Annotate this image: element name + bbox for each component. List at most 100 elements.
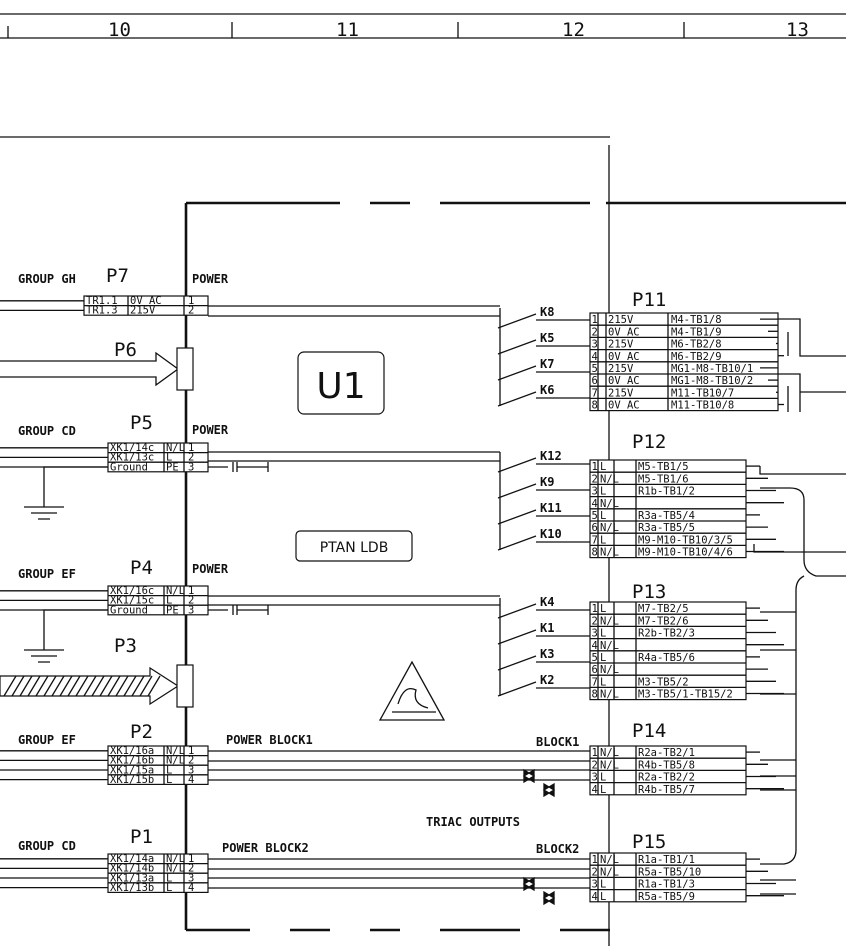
terminal-pin: 2 (592, 615, 598, 627)
group-label: GROUP CD (18, 424, 76, 438)
triac-icon (522, 876, 536, 892)
terminal-signal: L (600, 486, 606, 498)
module-name-frame (297, 351, 385, 415)
relay-label: K7 (540, 357, 554, 371)
connector-body (107, 585, 209, 616)
connector-block (176, 347, 194, 391)
relay-contact-icon (497, 391, 590, 407)
relay-label: K12 (540, 449, 562, 463)
terminal-pin: 4 (592, 351, 598, 363)
hatch-line (3, 675, 17, 697)
esd-warning-icon (378, 660, 446, 721)
pin-number: 3 (188, 872, 194, 884)
terminal-destination: R1a-TB1/3 (638, 879, 695, 891)
pin-number: 3 (188, 604, 194, 616)
relay-label: K1 (540, 621, 554, 635)
group-label: GROUP GH (18, 272, 76, 286)
terminal-signal: L (600, 891, 606, 903)
connector-id: P2 (130, 721, 153, 743)
pin-type: L (166, 882, 172, 894)
relay-contact-icon (497, 457, 590, 473)
triac-icon (542, 890, 556, 906)
terminal-signal: N/L (600, 759, 619, 771)
terminal-signal: L (600, 784, 606, 796)
relay-contact-icon (497, 629, 590, 645)
terminal-destination: R2a-TB2/1 (638, 747, 695, 759)
terminal-id: P12 (632, 431, 666, 453)
terminal-pin: 6 (592, 375, 598, 387)
power-label: POWER (192, 272, 229, 286)
terminal-signal: N/L (600, 547, 619, 559)
terminal-destination: M5-TB1/5 (638, 461, 689, 473)
group-label: GROUP EF (18, 733, 76, 747)
pin-type: L (166, 764, 172, 776)
pin-type: N/L (166, 853, 185, 865)
module-frame (0, 136, 846, 946)
common-bus-wires (760, 487, 846, 895)
hatch-line (123, 675, 137, 697)
terminal-destination: R5a-TB5/10 (638, 866, 701, 878)
terminal-pin: 8 (592, 547, 598, 559)
connector-id: P6 (114, 339, 137, 361)
pin-type: N/L (166, 442, 185, 454)
connector-body (107, 442, 209, 473)
pin-source: TR1.1 (86, 295, 118, 307)
terminal-pin: 3 (592, 879, 598, 891)
terminal-id: P13 (632, 581, 666, 603)
terminal-signal: L (600, 534, 606, 546)
terminal-signal: N/L (600, 664, 619, 676)
relay-contact-icon (497, 535, 590, 551)
relay-label: K6 (540, 383, 554, 397)
ground-wire (43, 466, 108, 507)
terminal-pin: 3 (592, 628, 598, 640)
ruler-label-13: 13 (786, 19, 809, 41)
terminal-pin: 3 (592, 486, 598, 498)
terminal-pin: 1 (592, 603, 598, 615)
terminal-destination: MG1-M8-TB10/2 (671, 375, 753, 387)
terminal-destination: R4a-TB5/6 (638, 652, 695, 664)
hatch-line (35, 675, 49, 697)
pin-number: 2 (188, 755, 194, 767)
pin-number: 1 (188, 853, 194, 865)
terminal-destination: M9-M10-TB10/3/5 (638, 534, 733, 546)
connector-id: P7 (106, 265, 129, 287)
terminal-destination: MG1-M8-TB10/1 (671, 363, 753, 375)
relay-contact-icon (497, 603, 590, 619)
column-ruler: 10 11 12 13 (0, 13, 846, 41)
terminal-signal: L (600, 676, 606, 688)
terminal-destination: R4b-TB5/7 (638, 784, 695, 796)
connector-id: P1 (130, 826, 153, 848)
terminal-signal: 215V (608, 387, 634, 399)
hatch-line (19, 675, 33, 697)
terminal-pin: 6 (592, 664, 598, 676)
pin-source: XK1/14a (110, 853, 154, 865)
terminal-destination: R5a-TB5/9 (638, 891, 695, 903)
pin-number: 4 (188, 882, 194, 894)
terminal-signal: N/L (600, 866, 619, 878)
pin-number: 3 (188, 461, 194, 473)
terminal-signal: 215V (608, 363, 634, 375)
pin-number: 2 (188, 452, 194, 464)
hatch-line (131, 675, 145, 697)
pin-number: 4 (188, 774, 194, 786)
terminal-signal: L (600, 603, 606, 615)
terminal-signal: 0V AC (608, 400, 640, 412)
terminal-id: P11 (632, 289, 666, 311)
terminal-destination: R2b-TB2/3 (638, 628, 695, 640)
terminal-signal: L (600, 652, 606, 664)
pin-number: 1 (188, 585, 194, 597)
hatch-line (147, 675, 161, 697)
triac-icon (522, 768, 536, 784)
terminal-pin: 2 (592, 759, 598, 771)
pin-source: TR1.3 (86, 305, 118, 317)
module-label-frame (295, 530, 413, 562)
relay-label: K8 (540, 305, 554, 319)
power-label: POWER (192, 562, 229, 576)
pin-source: Ground (110, 604, 148, 616)
terminal-signal: 0V AC (608, 326, 640, 338)
terminal-signal: 215V (608, 339, 634, 351)
p4-feed-wire (208, 595, 500, 606)
hatch-line (27, 675, 41, 697)
